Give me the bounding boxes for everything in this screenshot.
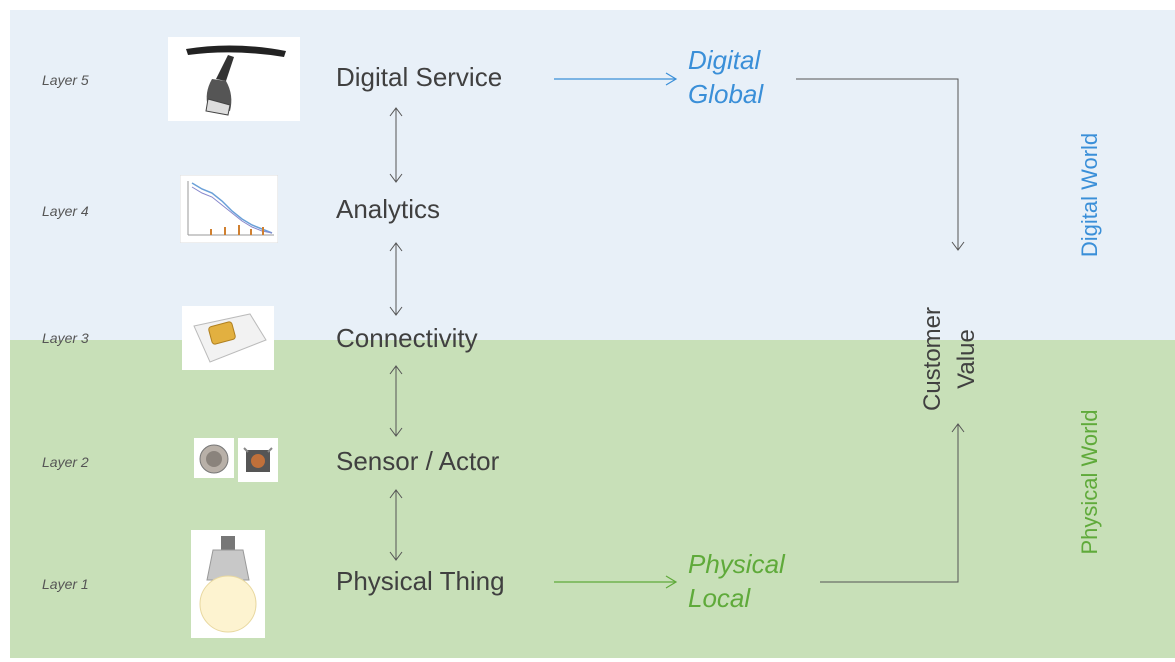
- arrow-layer4-layer3: [389, 242, 403, 316]
- arrow-thing-to-physical: [554, 575, 678, 589]
- digital-outcome-line2: Global: [688, 79, 764, 109]
- layer-2-label: Layer 2: [42, 454, 89, 470]
- layer-4-name: Analytics: [336, 194, 441, 224]
- arrow-physical-to-value: [820, 423, 965, 583]
- layer-5-label: Layer 5: [42, 72, 89, 88]
- arrow-layer2-layer1: [389, 489, 403, 561]
- arrow-digital-to-value: [796, 78, 965, 251]
- sim-card-icon: [182, 306, 274, 370]
- sensor-icon: [194, 438, 234, 478]
- line-chart-icon: [180, 175, 278, 243]
- physical-outcome-line2: Local: [688, 583, 751, 613]
- actuator-switch-icon: [238, 438, 278, 482]
- digital-outcome: Digital Global: [688, 43, 763, 111]
- arrow-service-to-digital: [554, 72, 678, 86]
- layer-1-label: Layer 1: [42, 576, 89, 592]
- physical-outcome: Physical Local: [688, 547, 785, 615]
- serving-tray-icon: [168, 37, 300, 121]
- layer-2-name: Sensor / Actor: [336, 446, 500, 476]
- digital-outcome-line1: Digital: [688, 45, 761, 75]
- light-bulb-icon: [191, 530, 265, 638]
- arrow-layer3-layer2: [389, 365, 403, 437]
- layer-3-label: Layer 3: [42, 330, 89, 346]
- physical-outcome-line1: Physical: [688, 549, 785, 579]
- arrow-layer5-layer4: [389, 107, 403, 183]
- layer-4-label: Layer 4: [42, 203, 89, 219]
- layer-1-name: Physical Thing: [336, 566, 505, 596]
- layer-3-name: Connectivity: [336, 323, 478, 353]
- layer-5-name: Digital Service: [336, 62, 503, 92]
